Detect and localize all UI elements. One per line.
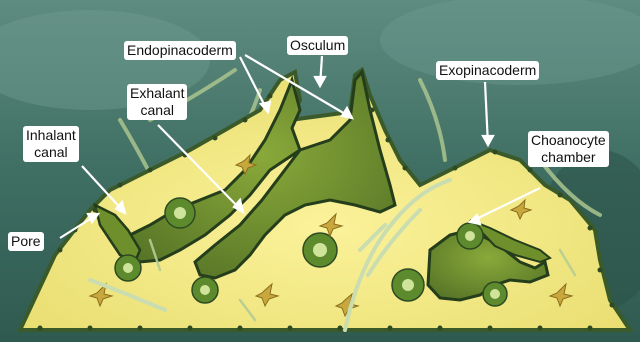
label-pore: Pore [8, 232, 44, 251]
label-inhalant-canal: Inhalant canal [23, 126, 79, 162]
label-inhalant-canal-line1: Inhalant [26, 127, 76, 144]
label-inhalant-canal-line2: canal [26, 144, 76, 161]
label-exopinacoderm: Exopinacoderm [436, 61, 539, 80]
label-choanocyte-chamber-line2: chamber [531, 149, 606, 166]
label-choanocyte-chamber-line1: Choanocyte [531, 132, 606, 149]
label-choanocyte-chamber: Choanocyte chamber [528, 131, 609, 167]
label-exhalant-canal-line1: Exhalant [130, 85, 184, 102]
label-osculum: Osculum [287, 36, 348, 55]
label-endopinacoderm: Endopinacoderm [124, 41, 236, 60]
label-exhalant-canal: Exhalant canal [127, 84, 187, 120]
label-exhalant-canal-line2: canal [130, 102, 184, 119]
